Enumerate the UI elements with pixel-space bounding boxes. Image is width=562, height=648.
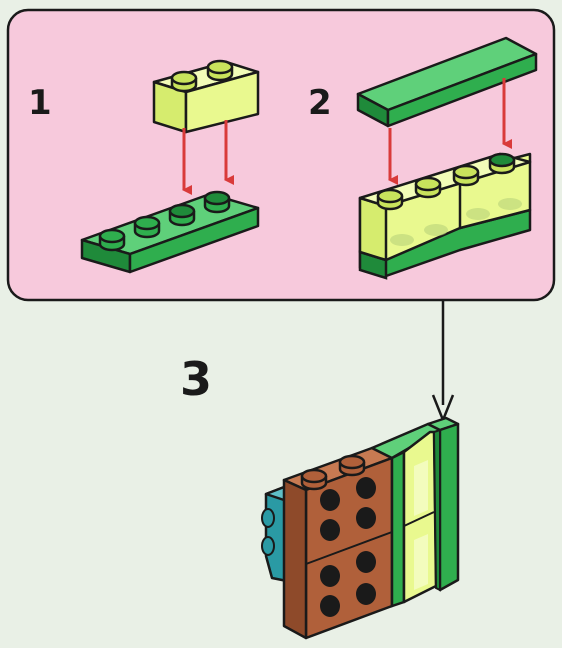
step-number-2: 2 (308, 86, 332, 120)
brown-block (284, 448, 392, 638)
connector-arrow (433, 300, 453, 420)
step-number-3: 3 (180, 356, 212, 402)
step-number-1: 1 (28, 86, 52, 120)
step3-illustration (262, 418, 458, 638)
